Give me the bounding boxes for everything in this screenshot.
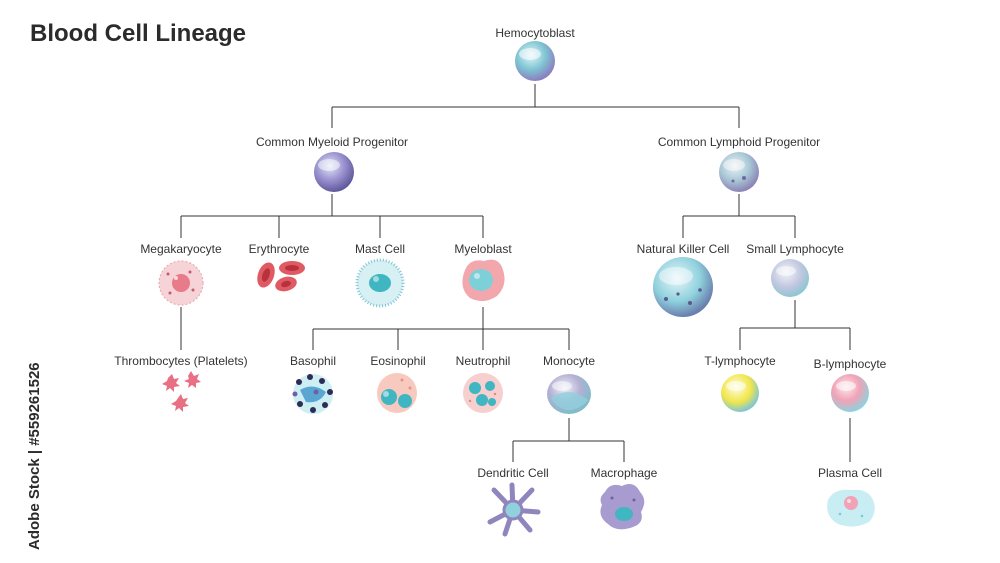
monocyte-cell xyxy=(547,374,591,414)
label-plasma-cell: Plasma Cell xyxy=(817,466,883,480)
macrophage-cell xyxy=(600,484,645,530)
page-title: Blood Cell Lineage xyxy=(30,20,247,47)
b-lymphocyte-cell xyxy=(831,374,869,412)
label-common-lymphoid-progenitor: Common Lymphoid Progenitor xyxy=(657,135,821,149)
label-small-lymphocyte: Small Lymphocyte xyxy=(746,242,844,256)
label-erythrocyte: Erythrocyte xyxy=(248,242,310,256)
t-lymphocyte-cell xyxy=(721,374,759,412)
label-mast-cell: Mast Cell xyxy=(354,242,406,256)
label-neutrophil: Neutrophil xyxy=(455,354,511,368)
erythrocyte-cell xyxy=(257,261,305,292)
hemocytoblast-cell xyxy=(515,41,555,81)
megakaryocyte-cell xyxy=(158,260,204,306)
dendritic-cell xyxy=(487,482,541,537)
label-megakaryocyte: Megakaryocyte xyxy=(140,242,222,256)
label-hemocytoblast: Hemocytoblast xyxy=(495,26,575,40)
myeloid-progenitor-cell xyxy=(314,152,354,192)
myeloblast-cell xyxy=(462,259,505,302)
label-eosinophil: Eosinophil xyxy=(370,354,426,368)
label-thrombocytes: Thrombocytes (Platelets) xyxy=(114,354,248,368)
label-dendritic-cell: Dendritic Cell xyxy=(477,466,549,480)
label-common-myeloid-progenitor: Common Myeloid Progenitor xyxy=(255,135,409,149)
small-lymphocyte-cell xyxy=(771,259,809,297)
label-basophil: Basophil xyxy=(289,354,337,368)
label-natural-killer-cell: Natural Killer Cell xyxy=(636,242,730,256)
natural-killer-cell xyxy=(653,257,713,317)
label-t-lymphocyte: T-lymphocyte xyxy=(704,354,776,368)
lymphoid-progenitor-cell xyxy=(719,152,759,192)
label-myeloblast: Myeloblast xyxy=(454,242,512,256)
label-monocyte: Monocyte xyxy=(542,354,596,368)
connector-lines xyxy=(180,84,851,462)
label-macrophage: Macrophage xyxy=(590,466,658,480)
eosinophil-cell xyxy=(377,373,417,413)
mast-cell-cell xyxy=(355,258,405,308)
basophil-cell xyxy=(292,374,333,414)
thrombocytes-cell xyxy=(162,371,201,412)
label-b-lymphocyte: B-lymphocyte xyxy=(813,357,887,371)
plasma-cell xyxy=(827,489,875,527)
neutrophil-cell xyxy=(463,373,503,413)
